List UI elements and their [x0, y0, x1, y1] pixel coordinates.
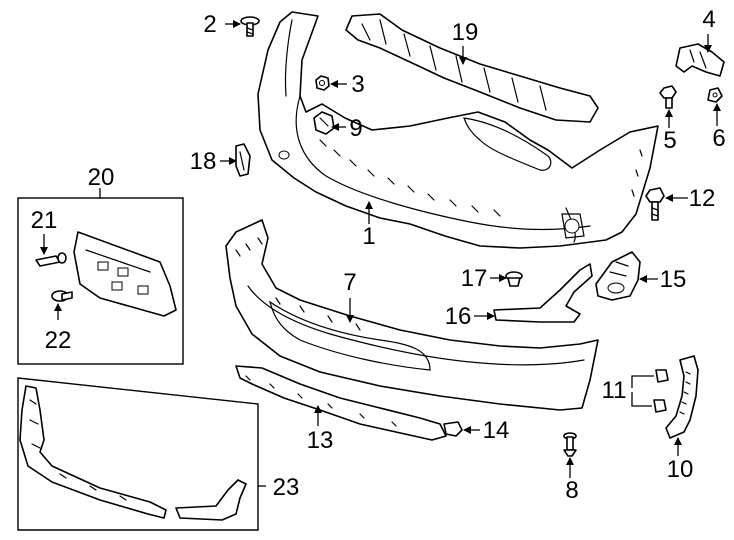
callout-15: 15 [660, 266, 687, 293]
leader-lines [40, 20, 721, 487]
callout-7: 7 [343, 269, 356, 296]
callout-3: 3 [351, 71, 364, 98]
side-bracket-part [665, 355, 699, 439]
bumper-fascia-part [225, 219, 599, 411]
bracket-bolt-part [51, 290, 73, 302]
callout-numbers: 1 2 3 4 5 6 7 8 9 10 11 12 13 14 15 16 1… [31, 6, 726, 504]
callout-11: 11 [602, 377, 627, 404]
leader-11-bracket [631, 375, 654, 388]
callout-18: 18 [190, 148, 217, 175]
callout-23: 23 [273, 474, 300, 501]
callout-9: 9 [349, 115, 362, 142]
callout-13: 13 [307, 427, 334, 454]
bolt-part [659, 85, 677, 109]
clip-part [707, 87, 723, 103]
callout-12: 12 [689, 185, 716, 212]
callout-19: 19 [452, 19, 479, 46]
callout-20: 20 [88, 164, 115, 191]
callout-6: 6 [712, 125, 725, 152]
leader-11-lower [631, 392, 652, 407]
callout-21: 21 [31, 207, 58, 234]
retainer-part [313, 111, 335, 135]
bracket-part [675, 43, 725, 77]
pin-clip-part [443, 421, 463, 437]
callout-2: 2 [203, 11, 216, 38]
clip-pair-part [653, 369, 669, 413]
tab-bracket-part [235, 143, 251, 177]
fog-lamp-bezel-part [595, 251, 641, 301]
callout-8: 8 [565, 477, 578, 504]
bumper-cover-part [257, 11, 659, 249]
push-pin-part [563, 432, 577, 457]
flange-bolt-part [645, 187, 665, 221]
nut-part [315, 75, 330, 91]
callout-1: 1 [362, 223, 375, 250]
energy-absorber-part [345, 13, 599, 123]
callout-5: 5 [663, 127, 676, 154]
callout-10: 10 [667, 456, 694, 483]
trim-molding-part [493, 263, 593, 323]
lower-deflector-part [235, 365, 447, 441]
callout-17: 17 [461, 265, 488, 292]
callout-14: 14 [483, 417, 510, 444]
reinforcement-box [17, 377, 259, 531]
callout-4: 4 [702, 6, 715, 33]
bracket-screw-part [35, 252, 67, 267]
callout-22: 22 [45, 327, 72, 354]
callout-16: 16 [445, 303, 472, 330]
screw-part [240, 16, 260, 37]
plug-part [505, 271, 523, 287]
license-plate-bracket-part [73, 231, 177, 317]
reinforcement-part [19, 385, 247, 521]
